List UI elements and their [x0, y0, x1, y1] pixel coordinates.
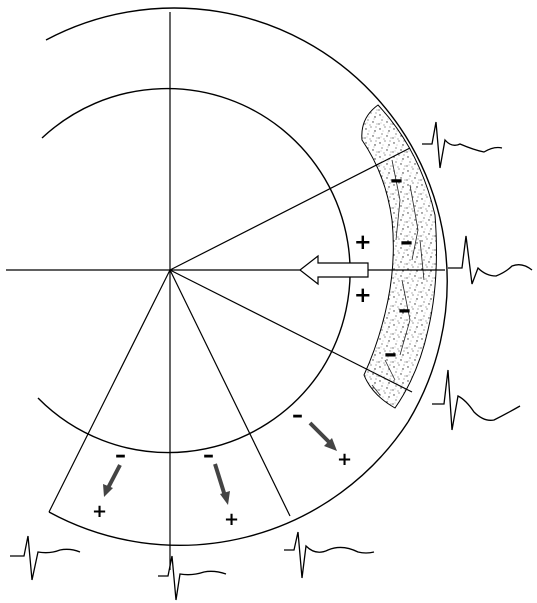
- left-pointing-arrow: [300, 256, 368, 284]
- plus-sign-2: +: [354, 283, 372, 307]
- radial-line-bottom-right: [170, 270, 290, 516]
- vector-arrow-3-shaft: [108, 465, 120, 488]
- ecg-wave-lower-right: [432, 370, 520, 430]
- ecg-wave-bottom-left: [10, 536, 80, 580]
- plus-sign-1: +: [354, 230, 372, 254]
- radial-line-bottom-left: [49, 270, 170, 512]
- minus-sign-lower-3: –: [115, 443, 126, 468]
- minus-sign-zone-1: –: [390, 165, 403, 195]
- radial-line-lower: [170, 270, 412, 392]
- plus-sign-lower-1: +: [337, 449, 352, 470]
- ecg-wave-upper-right: [422, 122, 502, 168]
- radial-line-upper: [170, 148, 410, 270]
- minus-sign-lower-2: –: [203, 443, 214, 468]
- minus-sign-zone-3: –: [398, 295, 411, 325]
- ecg-wave-bottom-right: [284, 532, 374, 578]
- ecg-wave-right: [448, 236, 532, 284]
- inner-wall-arc-lower: [38, 369, 322, 453]
- plus-sign-lower-2: +: [224, 509, 239, 530]
- vector-arrow-2-shaft: [215, 464, 225, 496]
- plus-sign-lower-3: +: [92, 501, 107, 522]
- minus-sign-lower-1: –: [292, 403, 303, 428]
- inner-wall-arc: [42, 89, 350, 369]
- minus-sign-zone-2: –: [400, 227, 413, 257]
- ecg-wave-bottom-center: [158, 556, 226, 600]
- minus-sign-zone-4: –: [384, 339, 397, 369]
- vector-arrow-2-head: [220, 491, 230, 505]
